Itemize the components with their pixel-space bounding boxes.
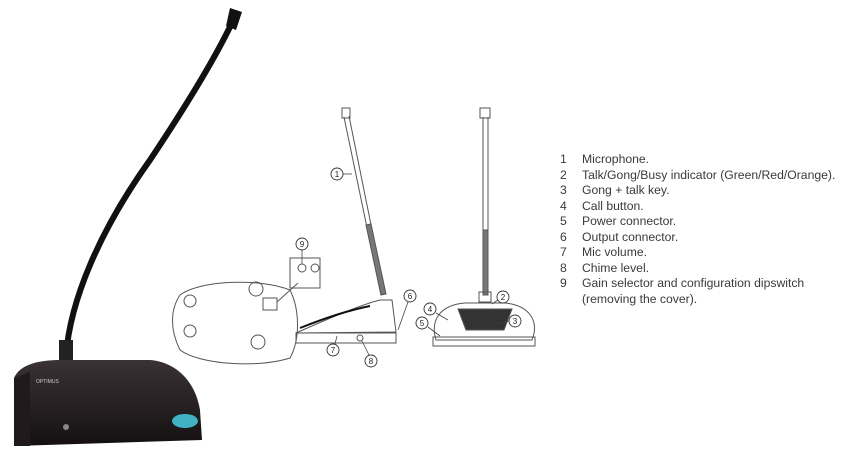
legend-item: 6 Output connector.: [560, 230, 835, 246]
callout-8: 8: [364, 354, 378, 368]
legend-number: 3: [560, 183, 567, 197]
legend-number: 7: [560, 245, 567, 259]
callout-9: 9: [295, 237, 309, 251]
svg-text:7: 7: [331, 346, 336, 355]
svg-text:1: 1: [335, 170, 340, 179]
legend-text: Talk/Gong/Busy indicator (Green/Red/Oran…: [582, 167, 836, 182]
svg-text:5: 5: [420, 319, 425, 328]
front-view-drawing: [432, 107, 536, 347]
legend-item: 5 Power connector.: [560, 214, 835, 230]
parts-legend: 1 Microphone. 2 Talk/Gong/Busy indicator (…: [560, 152, 835, 307]
legend-text: (removing the cover).: [582, 291, 698, 306]
callout-3: 3: [508, 314, 522, 328]
legend-text: Chime level.: [582, 260, 650, 275]
svg-text:3: 3: [513, 317, 518, 326]
legend-text: Gong + talk key.: [582, 183, 670, 197]
legend-item: 2 Talk/Gong/Busy indicator (Green/Red/Ora…: [560, 168, 835, 184]
legend-text: Gain selector and configuration dipswitc…: [582, 276, 805, 290]
svg-text:6: 6: [408, 292, 413, 301]
legend-number: 4: [560, 198, 567, 213]
legend-number: 9: [560, 276, 567, 290]
callout-2: 2: [496, 290, 510, 304]
legend-number: 6: [560, 229, 567, 244]
microphone-photo: OPTIMUS: [14, 8, 242, 446]
callout-1: 1: [330, 167, 344, 181]
callout-7: 7: [326, 343, 340, 357]
legend-number: 5: [560, 214, 567, 228]
legend-item: 4 Call button.: [560, 199, 835, 215]
legend-item: 8 Chime level.: [560, 261, 835, 277]
brand-label: OPTIMUS: [36, 379, 59, 385]
svg-text:9: 9: [300, 240, 305, 249]
legend-text: Call button.: [582, 198, 644, 213]
legend-text: Output connector.: [582, 229, 679, 244]
legend-number: [560, 292, 582, 308]
callout-4: 4: [423, 302, 437, 316]
leader-lines: [301, 173, 510, 356]
legend-item: 3 Gong + talk key.: [560, 183, 835, 199]
legend-item: 7 Mic volume.: [560, 245, 835, 261]
legend-item: 9 Gain selector and configuration dipswit…: [560, 276, 835, 292]
legend-text: Power connector.: [582, 214, 677, 228]
callout-5: 5: [415, 316, 429, 330]
svg-text:8: 8: [369, 357, 374, 366]
legend-text: Mic volume.: [582, 245, 648, 259]
legend-number: 1: [560, 152, 567, 166]
svg-text:4: 4: [428, 305, 433, 314]
legend-item: (removing the cover).: [560, 292, 835, 308]
svg-text:2: 2: [501, 293, 506, 302]
bottom-view-drawing: [172, 257, 321, 365]
legend-number: 8: [560, 260, 567, 275]
legend-text: Microphone.: [582, 152, 650, 166]
callout-6: 6: [403, 289, 417, 303]
legend-number: 2: [560, 167, 567, 182]
side-view-drawing: [295, 107, 397, 344]
legend-item: 1 Microphone.: [560, 152, 835, 168]
